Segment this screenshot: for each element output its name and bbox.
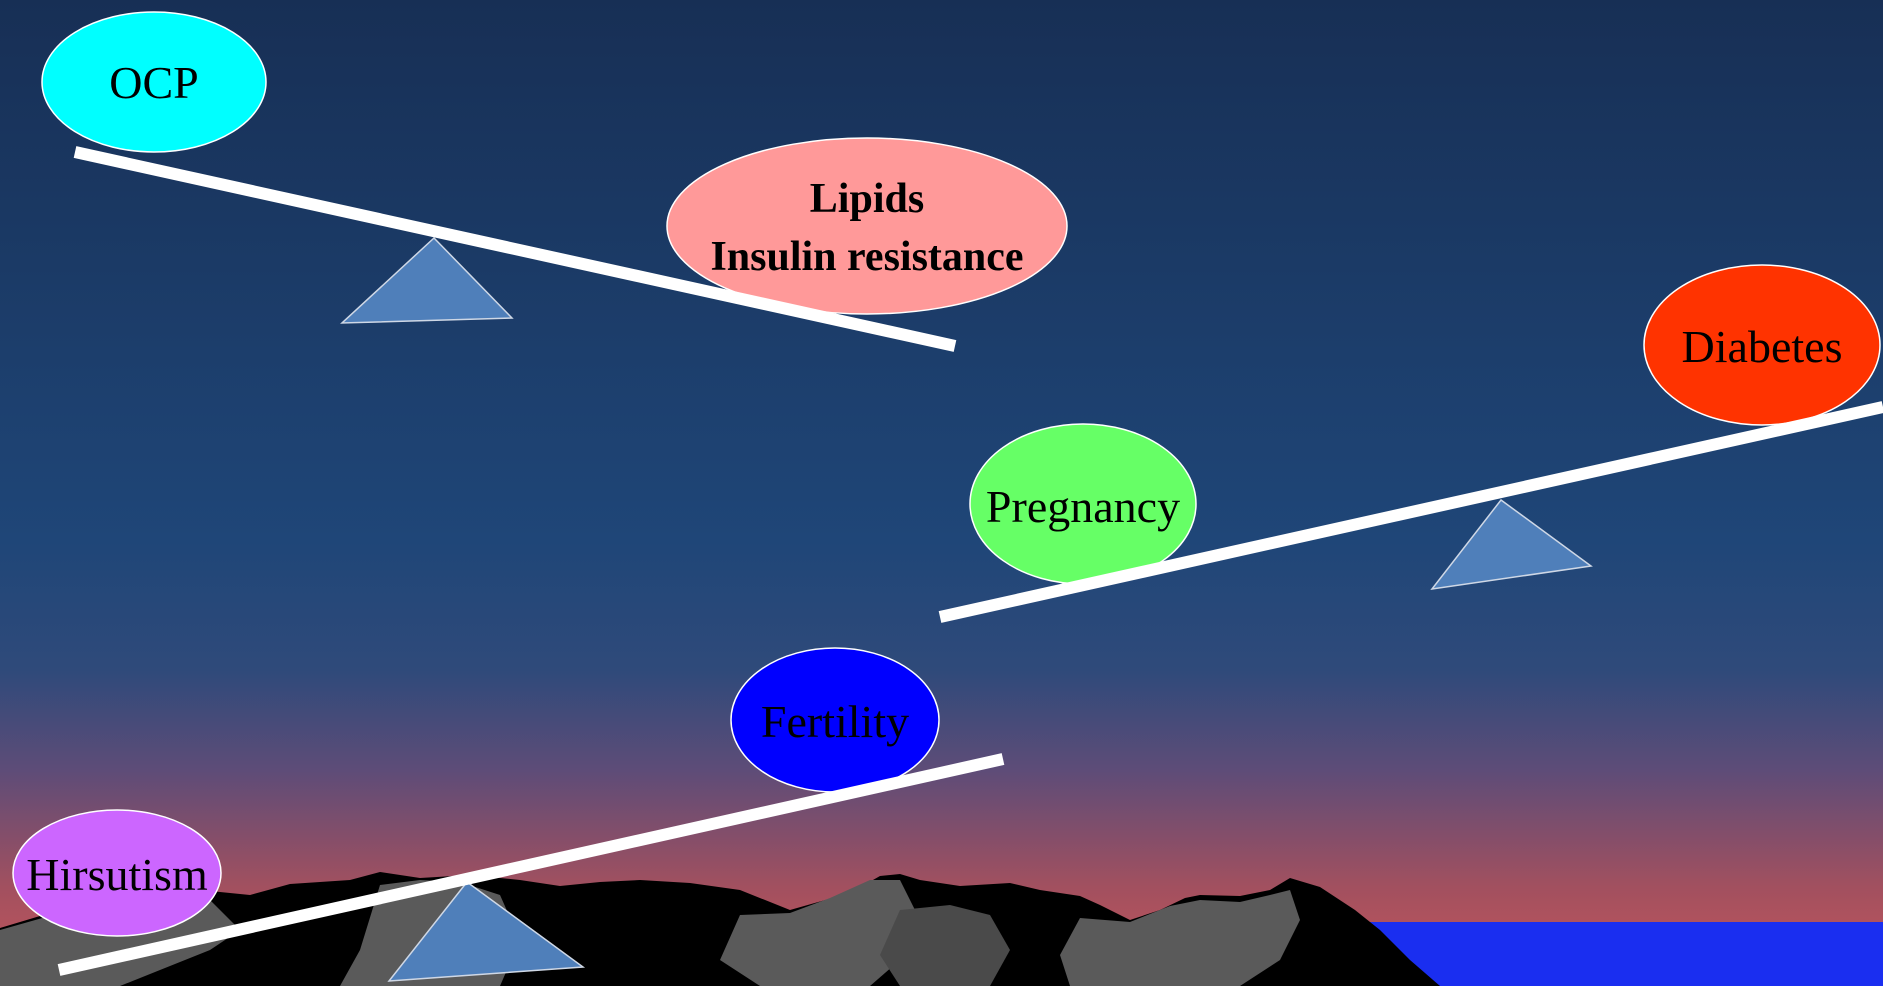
pregnancy-label: Pregnancy <box>986 481 1180 532</box>
ocp-label: OCP <box>109 57 198 108</box>
mountain-highlight-center <box>880 905 1010 986</box>
lipids-label: Lipids <box>810 176 924 222</box>
insulin-resistance-label: Insulin resistance <box>710 234 1023 280</box>
lipids-insulin-ellipse <box>667 138 1067 314</box>
fertility-label: Fertility <box>761 696 909 747</box>
hirsutism-label: Hirsutism <box>26 849 208 900</box>
diabetes-label: Diabetes <box>1682 321 1843 372</box>
